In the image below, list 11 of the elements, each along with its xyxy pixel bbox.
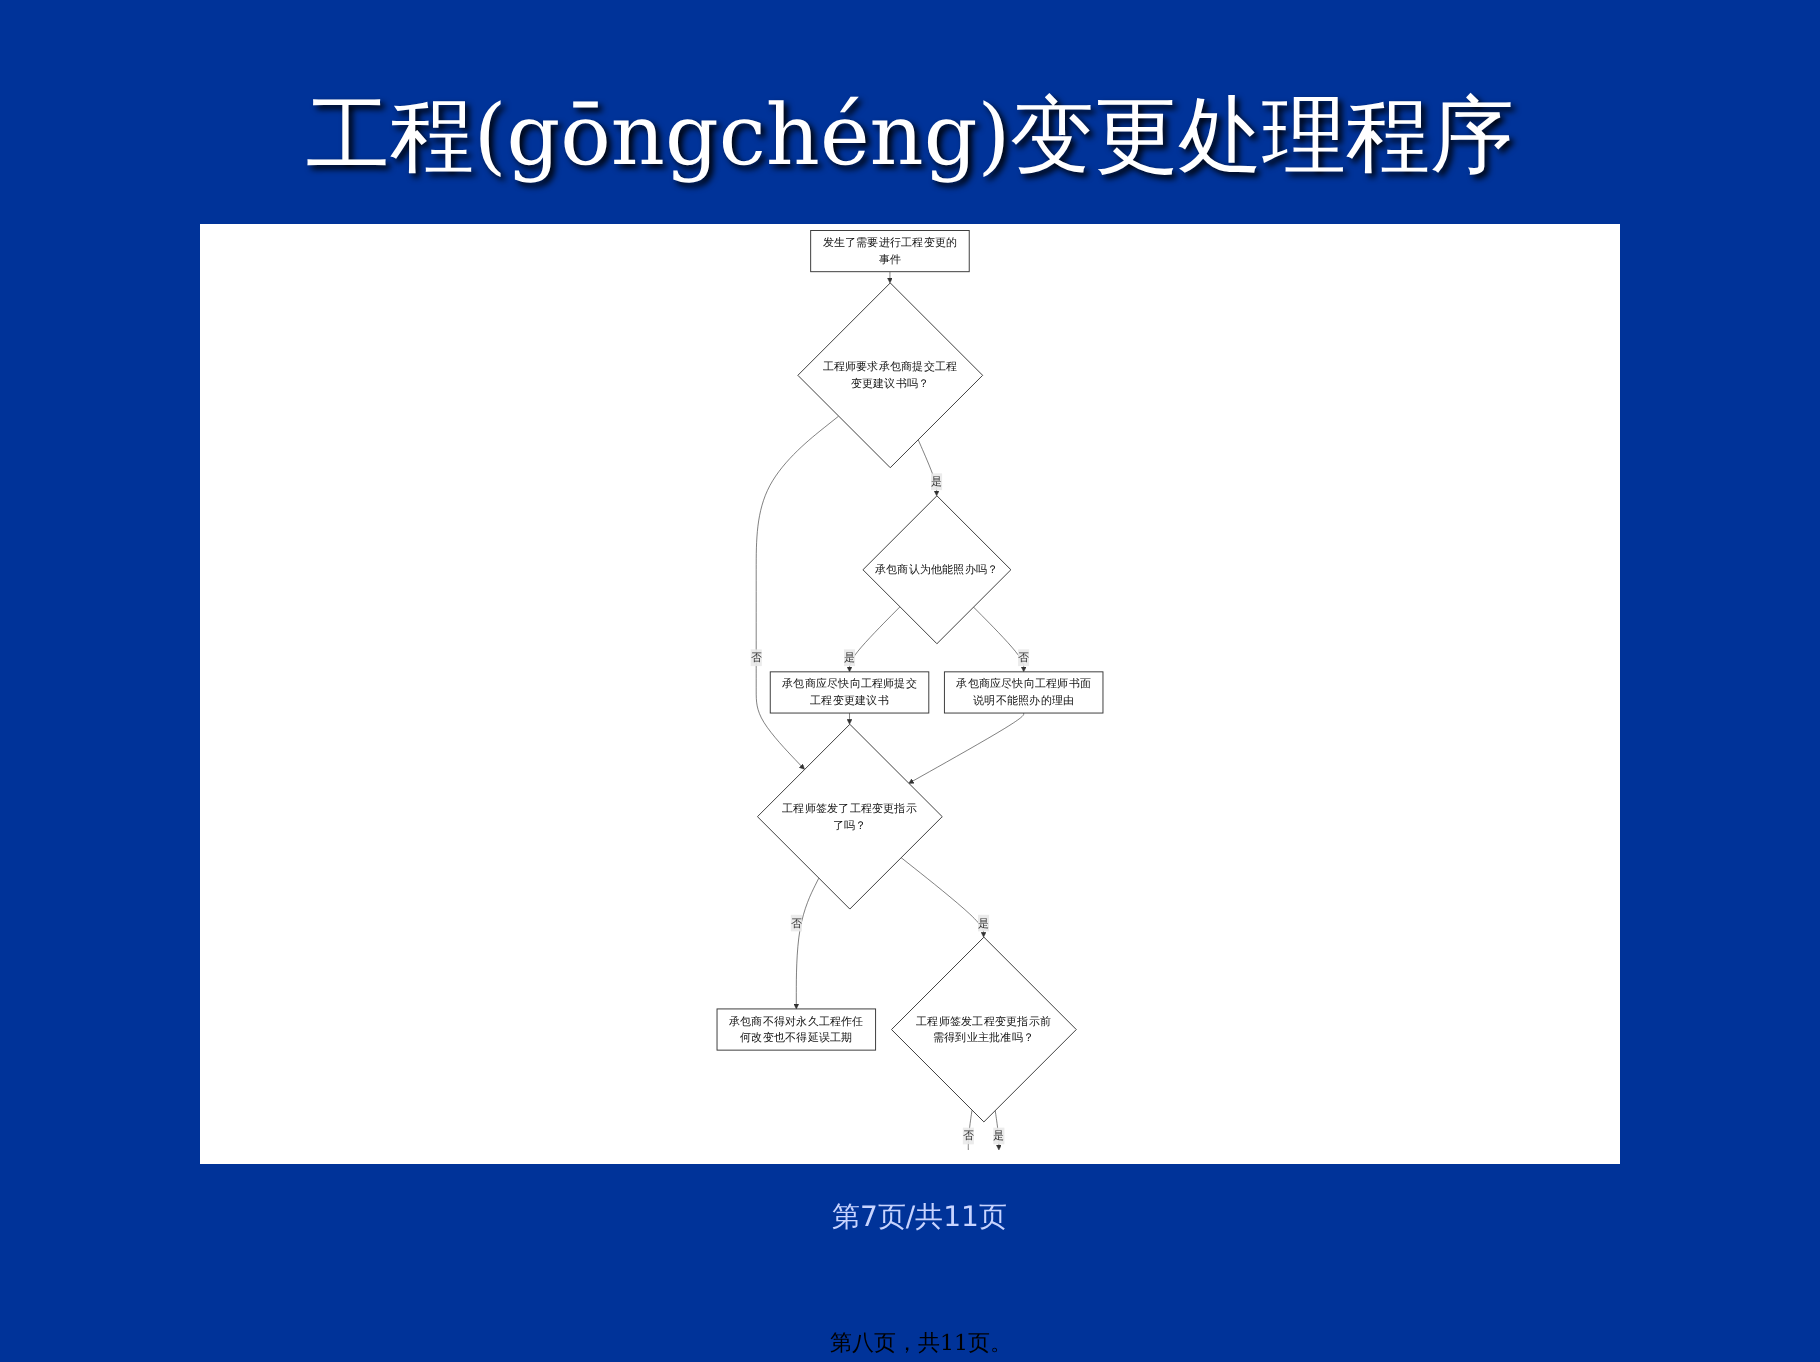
node-box — [943, 671, 1104, 714]
node-box — [716, 1008, 877, 1051]
node-box — [810, 230, 970, 273]
node-diamond — [862, 495, 1012, 645]
page-counter: 第7页/共11页 — [832, 1200, 1007, 1236]
node-diamond — [757, 723, 943, 910]
node-box — [769, 671, 930, 714]
page-footer: 第八页，共11页。 — [830, 1328, 1012, 1358]
node-diamond — [891, 936, 1077, 1123]
slide-title: 工程(gōngchéng)变更处理程序 — [303, 84, 1517, 188]
node-diamond — [797, 282, 984, 469]
